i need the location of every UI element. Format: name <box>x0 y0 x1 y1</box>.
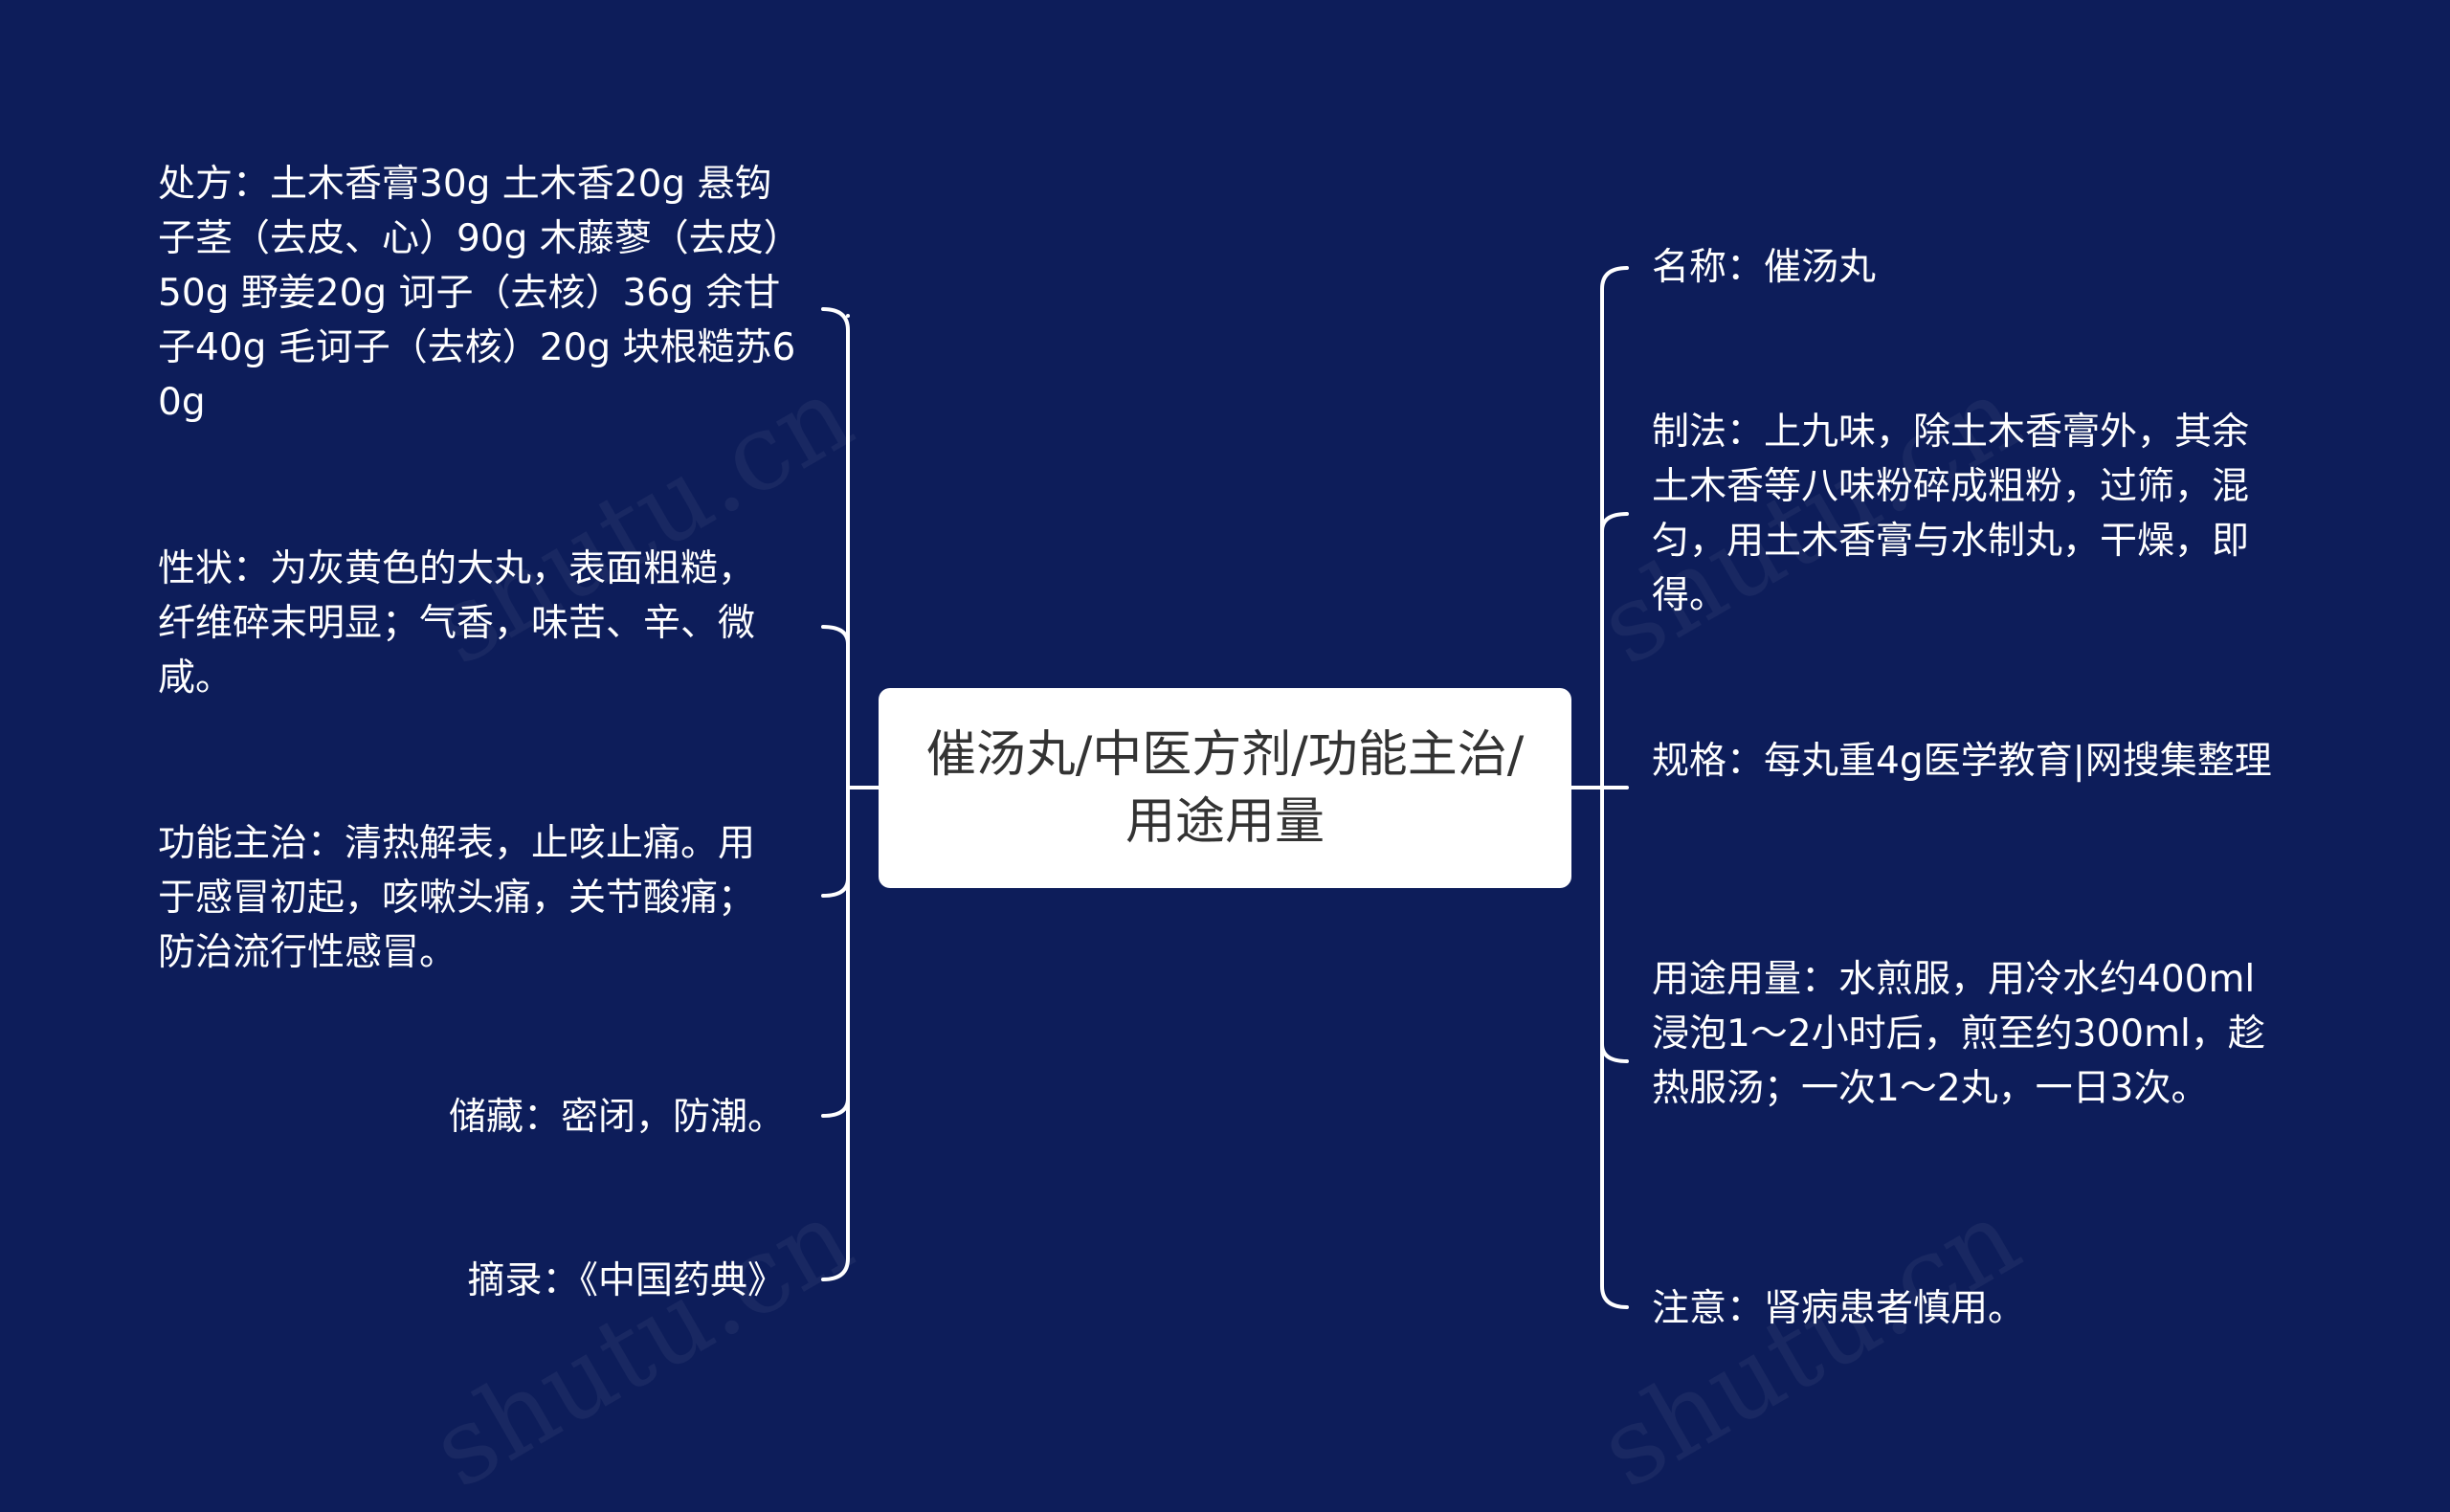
connector-right-usage <box>1600 1042 1629 1063</box>
connector-right-preparation <box>1600 512 1629 533</box>
node-caution[interactable]: 注意：肾病患者慎用。 <box>1652 1287 2026 1330</box>
connector-left-storage <box>821 1097 850 1118</box>
connector-left-functions <box>821 877 850 898</box>
node-storage[interactable]: 储藏：密闭，防潮。 <box>448 1096 785 1139</box>
node-name[interactable]: 名称：催汤丸 <box>1652 246 1877 289</box>
node-preparation[interactable]: 制法：上九味，除土木香膏外，其余土木香等八味粉碎成粗粉，过筛，混匀，用土木香膏与… <box>1652 411 2250 617</box>
node-properties[interactable]: 性状：为灰黄色的大丸，表面粗糙，纤维碎末明显；气香，味苦、辛、微咸。 <box>158 547 756 700</box>
connector-left-spine <box>821 307 850 1281</box>
node-functions[interactable]: 功能主治：清热解表，止咳止痛。用于感冒初起，咳嗽头痛，关节酸痛；防治流行性感冒。 <box>158 822 756 974</box>
central-topic[interactable]: 催汤丸/中医方剂/功能主治/用途用量 <box>879 688 1571 888</box>
node-source[interactable]: 摘录：《中国药典》 <box>467 1259 785 1302</box>
node-usage[interactable]: 用途用量：水煎服，用冷水约400ml浸泡1～2小时后，煎至约300ml，趁热服汤… <box>1652 958 2265 1110</box>
connector-left-properties <box>821 625 850 646</box>
node-specification[interactable]: 规格：每丸重4g医学教育|网搜集整理 <box>1652 740 2272 783</box>
node-prescription[interactable]: 处方：土木香膏30g 土木香20g 悬钩子茎（去皮、心）90g 木藤蓼（去皮）5… <box>158 163 796 424</box>
central-topic-label: 催汤丸/中医方剂/功能主治/用途用量 <box>925 725 1525 851</box>
